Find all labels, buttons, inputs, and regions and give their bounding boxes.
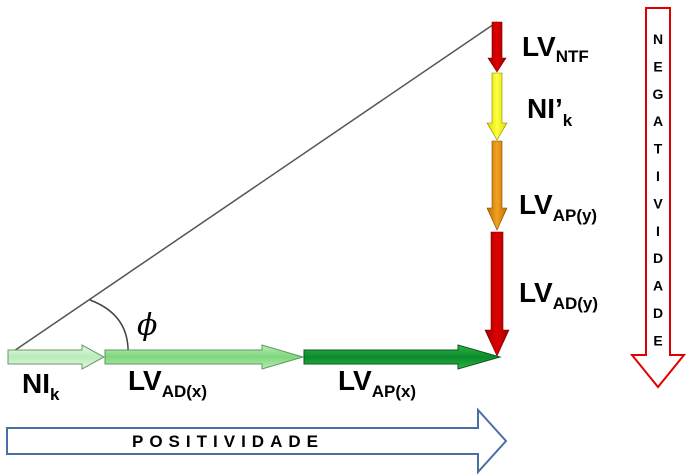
arrow-lv-ap-y [486,140,508,231]
negatividade-letter: E [653,332,662,348]
label-lv-ap-y: LVAP(y) [519,189,597,225]
arrow-ni-k [7,344,106,370]
negatividade-letter: A [653,278,663,294]
hypotenuse-line [7,21,498,356]
negatividade-letter: G [653,86,664,102]
label-lv-ntf: LVNTF [522,31,589,66]
positividade-label: POSITIVIDADE [132,432,324,451]
label-ni-prime-k: NI’k [527,93,573,130]
label-lv-ad-y: LVAD(y) [519,277,598,313]
label-ni-k: NIk [22,368,60,404]
label-lv-ap-x: LVAP(x) [338,365,416,401]
negatividade-arrow [629,7,687,389]
negatividade-letter: N [653,31,663,47]
arrow-lv-ad-x [104,344,305,370]
negatividade-letter: D [653,305,663,321]
negatividade-letter: V [653,195,663,211]
negatividade-letter: A [653,113,663,129]
negatividade-letter: I [656,168,660,184]
label-lv-ad-x: LVAD(x) [128,365,207,401]
angle-phi-label: ϕ [137,308,157,343]
negatividade-letter: D [653,250,663,266]
positividade-arrow [6,407,508,475]
negatividade-letter: T [654,141,663,157]
negatividade-letter: I [656,223,660,239]
angle-arc [89,299,129,356]
negatividade-letter: E [653,58,662,74]
arrow-lv-ap-x [303,344,502,370]
arrow-ni-prime-k [486,72,508,141]
arrow-lv-ntf [487,21,507,73]
arrow-lv-ad-y [484,231,510,357]
